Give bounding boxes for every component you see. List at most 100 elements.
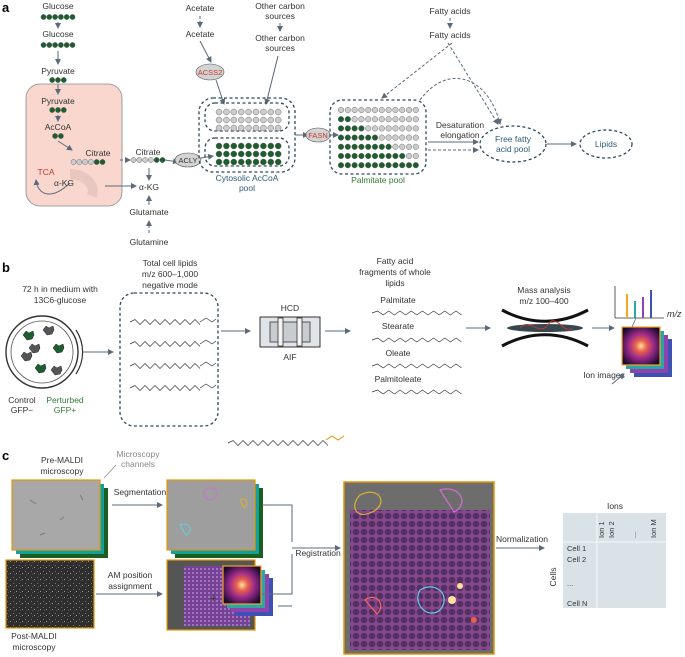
unlabeled-carbon — [245, 124, 252, 132]
labeled-carbon — [245, 158, 252, 166]
palmitate-carbon — [338, 143, 345, 150]
pre-maldi-label-l1: Pre-MALDI — [41, 455, 83, 465]
cell — [50, 365, 63, 376]
ion-images-label: Ion images — [583, 370, 625, 380]
citrate-cytosol-chain — [130, 157, 166, 163]
hcd-cell — [259, 316, 321, 348]
labeled-accoa-dots — [215, 142, 282, 166]
palmitate-carbon — [358, 143, 365, 150]
palmitate-carbon — [392, 162, 399, 169]
unlabeled-carbon — [237, 124, 245, 132]
orbitrap-analyzer — [501, 308, 589, 348]
palmitate-carbon — [412, 106, 419, 113]
unlabeled-carbon — [275, 124, 282, 132]
palmitate-carbon — [392, 125, 399, 132]
palmitate-carbon — [385, 162, 392, 169]
mass-analysis-label-l1: Mass analysis — [517, 285, 570, 295]
whole-lipid-structure — [227, 440, 329, 446]
palmitate-carbon — [392, 134, 399, 141]
culture-dish — [5, 315, 84, 389]
citrate-mito-label: Citrate — [85, 148, 110, 158]
accoa-label: AcCoA — [45, 122, 72, 132]
palmitate-carbon — [378, 116, 385, 123]
palmitate-carbon — [399, 116, 406, 123]
labeled-carbon — [275, 150, 282, 158]
palmitate-carbon — [372, 116, 379, 123]
palmitate-carbon — [372, 125, 379, 132]
other-sources-label-2-l2: sources — [265, 43, 295, 53]
palmitate-carbon — [406, 134, 413, 141]
palmitate-carbon — [358, 134, 365, 141]
unlabeled-carbon — [267, 116, 274, 124]
palmitate-carbon — [344, 143, 351, 150]
lipid-chain — [129, 385, 201, 391]
lipid-chain — [129, 363, 201, 369]
other-sources-label-l2: sources — [265, 11, 295, 21]
palmitate-carbon — [406, 152, 413, 159]
carbon-atom — [136, 157, 143, 163]
carbon-atom — [58, 14, 64, 20]
palmitate-carbon — [399, 125, 406, 132]
labeled-carbon — [223, 142, 230, 150]
carbon-atom — [52, 42, 58, 48]
post-maldi-label-l2: microscopy — [13, 642, 57, 652]
carbon-atom — [55, 107, 61, 113]
palmitate-carbon — [344, 152, 351, 159]
carbon-atom — [88, 159, 94, 165]
oleate-fragment-label: Oleate — [385, 348, 410, 358]
matrix-row-header: ... — [567, 579, 573, 588]
labeled-carbon — [275, 158, 282, 166]
citrate-cytosol-label: Citrate — [135, 147, 160, 157]
fatty-acids-label: Fatty acids — [429, 6, 470, 16]
palmitate-carbon — [344, 116, 351, 123]
matrix-col-header: Ion 1 — [597, 521, 606, 538]
palmitate-carbon — [351, 152, 358, 159]
mass-analysis-label-l2: m/z 100–400 — [519, 296, 568, 306]
palmitate-carbon — [392, 116, 399, 123]
palmitate-pool-label: Palmitate pool — [351, 175, 405, 185]
fragments-label-l2: fragments of whole — [359, 267, 431, 277]
carbon-atom — [55, 77, 61, 83]
fatty-acid-chain — [371, 337, 462, 343]
carbon-atom — [46, 42, 53, 48]
palmitate-carbon — [338, 125, 345, 132]
labeled-carbon — [260, 158, 267, 166]
palmitate-carbon — [378, 143, 385, 150]
total-lipids-box — [119, 292, 219, 427]
palmitate-carbon — [365, 162, 372, 169]
ffa-label-l1: Free fatty — [495, 134, 532, 144]
unlabeled-carbon — [237, 116, 245, 124]
matrix-row-header: Cell 2 — [567, 555, 586, 564]
labeled-carbon — [267, 142, 274, 150]
acss2-label: ACSS2 — [198, 68, 223, 77]
spectrum-plot: m/z — [614, 286, 682, 319]
palmitate-carbon — [399, 152, 406, 159]
akg-cytosol-label: α-KG — [139, 182, 159, 192]
carbon-atom — [49, 77, 56, 83]
lipids-pool — [579, 129, 633, 159]
labeled-carbon — [260, 142, 267, 150]
pyruvate-mito-chain — [49, 107, 67, 113]
palmitate-carbon — [378, 152, 385, 159]
palmitate-carbon — [412, 134, 419, 141]
acly-enzyme — [174, 152, 202, 168]
carbon-atom — [69, 42, 76, 48]
perturbed-label: Perturbed — [46, 395, 84, 405]
unlabeled-carbon — [267, 108, 274, 116]
labeled-carbon — [237, 142, 245, 150]
labeled-carbon — [237, 150, 245, 158]
palmitate-carbon — [351, 125, 358, 132]
channels-label-l2: channels — [121, 459, 155, 469]
cell — [42, 325, 55, 336]
registration-label: Registration — [295, 548, 341, 558]
carbon-atom — [130, 157, 137, 163]
palmitate-carbon — [365, 134, 372, 141]
palmitate-carbon — [378, 125, 385, 132]
palmitate-carbon — [365, 116, 372, 123]
fatty-acid-chain — [371, 310, 462, 316]
palmitate-carbon — [406, 143, 413, 150]
fragments-label-l1: Fatty acid — [377, 256, 414, 266]
fragments-label-l3: lipids — [385, 278, 404, 288]
palmitate-carbon — [358, 125, 365, 132]
